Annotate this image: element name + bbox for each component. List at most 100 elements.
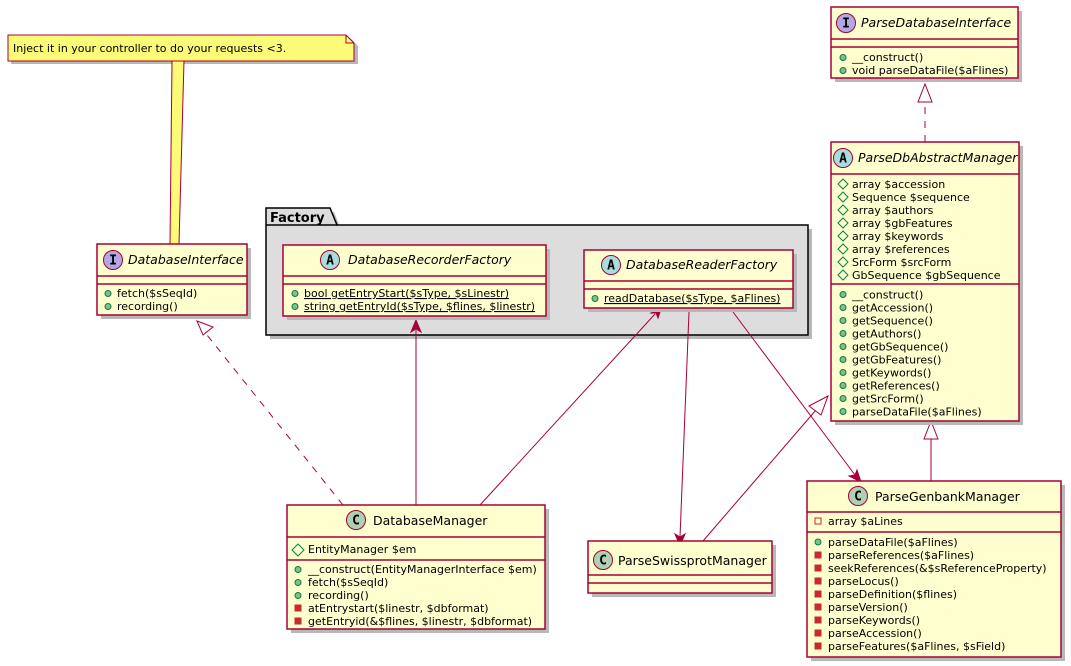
protected-marker <box>837 204 849 216</box>
field-list: EntityManager $em <box>291 543 416 557</box>
field-list: array $aLines <box>814 515 903 528</box>
method: parseLocus() <box>828 575 899 588</box>
public-marker <box>839 291 847 298</box>
class-name: ParseDbAbstractManager <box>858 150 1018 165</box>
edge-reader-to-swissprot <box>679 311 690 538</box>
method: readDatabase($sType, $aFlines) <box>604 292 780 305</box>
class-database-recorder-factory[interactable]: A DatabaseRecorderFactory bool getEntryS… <box>282 244 550 320</box>
field: array $accession <box>852 178 945 191</box>
method: parseKeywords() <box>828 614 920 627</box>
method-list: __construct()getAccession()getSequence()… <box>839 289 982 419</box>
method: __construct() <box>851 51 923 64</box>
method: getSrcForm() <box>852 393 924 406</box>
method: parseDataFile($aFlines) <box>852 406 982 419</box>
svg-text:A: A <box>839 152 847 167</box>
method-list: __construct(EntityManagerInterface $em) … <box>294 563 537 628</box>
method: fetch($sSeqId) <box>308 576 388 589</box>
class-stereotype-icon <box>593 550 613 570</box>
class-name: DatabaseManager <box>373 513 488 528</box>
field: EntityManager $em <box>308 543 416 556</box>
edge-arrow-realization-1 <box>196 320 214 336</box>
method: getGbFeatures() <box>852 354 941 367</box>
field: GbSequence $gbSequence <box>852 269 1001 282</box>
class-database-manager[interactable]: C DatabaseManager EntityManager $em __co… <box>286 504 549 633</box>
edge-reader-to-genbank <box>732 311 856 476</box>
edge-dbmanager-implements-dbinterface <box>202 329 344 506</box>
protected-marker <box>837 269 849 281</box>
method-list: parseDataFile($aFlines)parseReferences($… <box>814 536 1047 653</box>
public-marker <box>839 343 847 350</box>
edge-arrowhead-swissprot <box>673 532 687 548</box>
public-marker <box>814 538 822 546</box>
public-marker <box>839 369 847 376</box>
public-marker <box>839 317 847 324</box>
field: array $keywords <box>852 230 944 243</box>
private-marker <box>814 564 822 572</box>
protected-marker <box>837 256 849 268</box>
field: SrcForm $srcForm <box>852 256 951 269</box>
method: atEntrystart($linestr, $dbformat) <box>308 602 489 615</box>
private-marker <box>814 577 822 585</box>
svg-text:C: C <box>352 514 360 529</box>
method: bool getEntryStart($sType, $sLinestr) <box>304 287 509 300</box>
public-marker <box>839 408 847 415</box>
note-text: Inject it in your controller to do your … <box>13 42 286 55</box>
abstract-stereotype-icon <box>601 255 621 275</box>
method-list: bool getEntryStart($sType, $sLinestr) st… <box>291 287 535 313</box>
svg-text:I: I <box>842 17 850 32</box>
abstract-stereotype-icon <box>833 148 853 168</box>
method-list: __construct() void parseDataFile($aFline… <box>839 51 1008 77</box>
svg-text:A: A <box>607 259 615 274</box>
field: array $aLines <box>828 515 903 528</box>
field: array $gbFeatures <box>852 217 953 230</box>
class-parse-database-interface[interactable]: I ParseDatabaseInterface __construct() v… <box>830 6 1022 82</box>
edge-arrow-realization-2 <box>917 82 933 103</box>
private-marker <box>814 590 822 598</box>
method: parseFeatures($aFlines, $sField) <box>828 640 1005 653</box>
protected-marker <box>837 191 849 203</box>
class-parse-swissprot-manager[interactable]: C ParseSwissprotManager <box>587 540 776 597</box>
public-marker <box>839 356 847 363</box>
method-list: fetch($sSeqId) recording() <box>104 287 197 313</box>
field: Sequence $sequence <box>852 191 970 204</box>
interface-stereotype-icon <box>103 250 123 270</box>
protected-marker <box>837 217 849 229</box>
edge-arrow-generalization-1 <box>808 394 829 416</box>
class-name: DatabaseReaderFactory <box>626 257 778 272</box>
class-parse-genbank-manager[interactable]: C ParseGenbankManager array $aLines pars… <box>806 480 1065 661</box>
public-marker <box>839 382 847 389</box>
edge-arrow-generalization-2 <box>923 419 939 440</box>
edge-arrowhead-recorder <box>409 318 423 334</box>
method: getSequence() <box>852 315 933 328</box>
note-connector <box>169 60 185 245</box>
package-label: Factory <box>270 211 325 226</box>
protected-marker <box>837 230 849 242</box>
method: void parseDataFile($aFlines) <box>852 64 1008 77</box>
class-database-interface[interactable]: I DatabaseInterface fetch($sSeqId) recor… <box>96 243 251 319</box>
svg-text:C: C <box>854 490 862 505</box>
public-marker <box>839 330 847 337</box>
method: recording() <box>308 589 369 602</box>
private-marker <box>814 642 822 650</box>
class-name: DatabaseInterface <box>128 252 244 267</box>
class-stereotype-icon <box>346 510 366 530</box>
protected-marker <box>837 243 849 255</box>
method: string getEntryId($sType, $flines, $line… <box>304 300 535 313</box>
class-stereotype-icon <box>848 486 868 506</box>
svg-text:I: I <box>109 254 117 269</box>
field: array $authors <box>852 204 934 217</box>
svg-text:C: C <box>599 554 607 569</box>
class-parse-db-abstract-manager[interactable]: A ParseDbAbstractManager array $accessio… <box>830 141 1023 425</box>
protected-marker <box>837 178 849 190</box>
method: getReferences() <box>852 380 940 393</box>
method: __construct(EntityManagerInterface $em) <box>307 563 537 576</box>
field: array $references <box>852 243 950 256</box>
class-database-reader-factory[interactable]: A DatabaseReaderFactory readDatabase($sT… <box>583 249 797 312</box>
edge-swissprot-extends-abstract <box>702 409 817 542</box>
method: parseDefinition($flines) <box>828 588 957 601</box>
svg-text:A: A <box>326 254 334 269</box>
interface-stereotype-icon <box>836 13 856 33</box>
method: getGbSequence() <box>852 341 948 354</box>
